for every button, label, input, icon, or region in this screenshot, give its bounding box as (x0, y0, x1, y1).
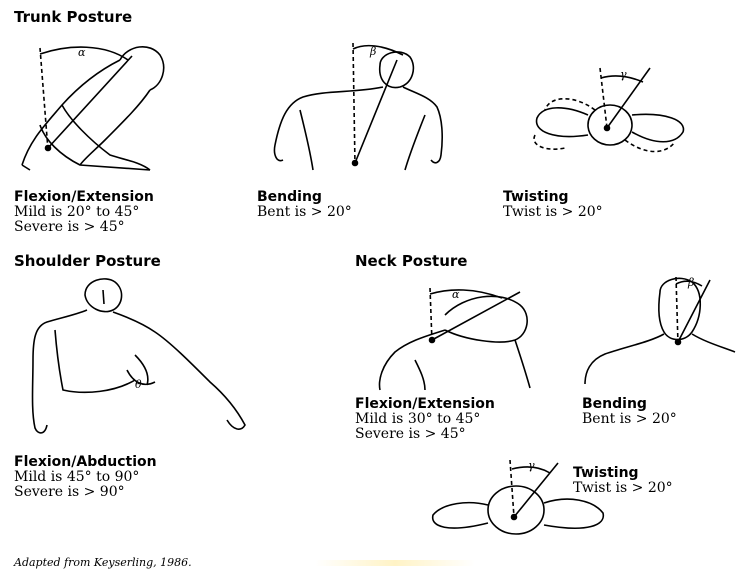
trunk-flexion-figure: α (0, 30, 180, 190)
beta-symbol: β (369, 45, 376, 58)
neck-flexion-label: Flexion/Extension (355, 397, 495, 412)
alpha-symbol: α (78, 46, 86, 59)
neck-bending-figure: β (580, 272, 740, 392)
neck-flexion-severe: Severe is > 45° (355, 427, 466, 442)
trunk-bending-rule: Bent is > 20° (257, 205, 352, 220)
trunk-posture-title: Trunk Posture (14, 8, 132, 26)
source-caption: Adapted from Keyserling, 1986. (14, 556, 192, 569)
shoulder-flexion-mild: Mild is 45° to 90° (14, 470, 139, 485)
neck-bending-rule: Bent is > 20° (582, 412, 677, 427)
neck-bending-label: Bending (582, 397, 647, 412)
trunk-twisting-figure: γ (525, 60, 695, 160)
shoulder-flexion-severe: Severe is > 90° (14, 485, 125, 500)
shoulder-posture-title: Shoulder Posture (14, 252, 161, 270)
neck-twisting-rule: Twist is > 20° (573, 481, 673, 496)
trunk-bending-figure: β (265, 35, 455, 185)
trunk-flexion-label: Flexion/Extension (14, 190, 154, 205)
trunk-twisting-label: Twisting (503, 190, 569, 205)
neck-beta-symbol: β (687, 276, 694, 289)
theta-symbol: θ (135, 378, 142, 391)
gamma-symbol: γ (620, 68, 627, 81)
neck-flexion-figure: α (370, 280, 550, 395)
neck-flexion-mild: Mild is 30° to 45° (355, 412, 480, 427)
scan-smudge (315, 560, 475, 566)
trunk-bending-label: Bending (257, 190, 322, 205)
shoulder-flexion-label: Flexion/Abduction (14, 455, 157, 470)
trunk-twisting-rule: Twist is > 20° (503, 205, 603, 220)
neck-alpha-symbol: α (452, 288, 460, 301)
shoulder-flexion-figure: θ (5, 270, 250, 440)
trunk-flexion-mild: Mild is 20° to 45° (14, 205, 139, 220)
neck-twisting-label: Twisting (573, 466, 639, 481)
trunk-flexion-severe: Severe is > 45° (14, 220, 125, 235)
neck-gamma-symbol: γ (528, 459, 535, 472)
neck-posture-title: Neck Posture (355, 252, 467, 270)
